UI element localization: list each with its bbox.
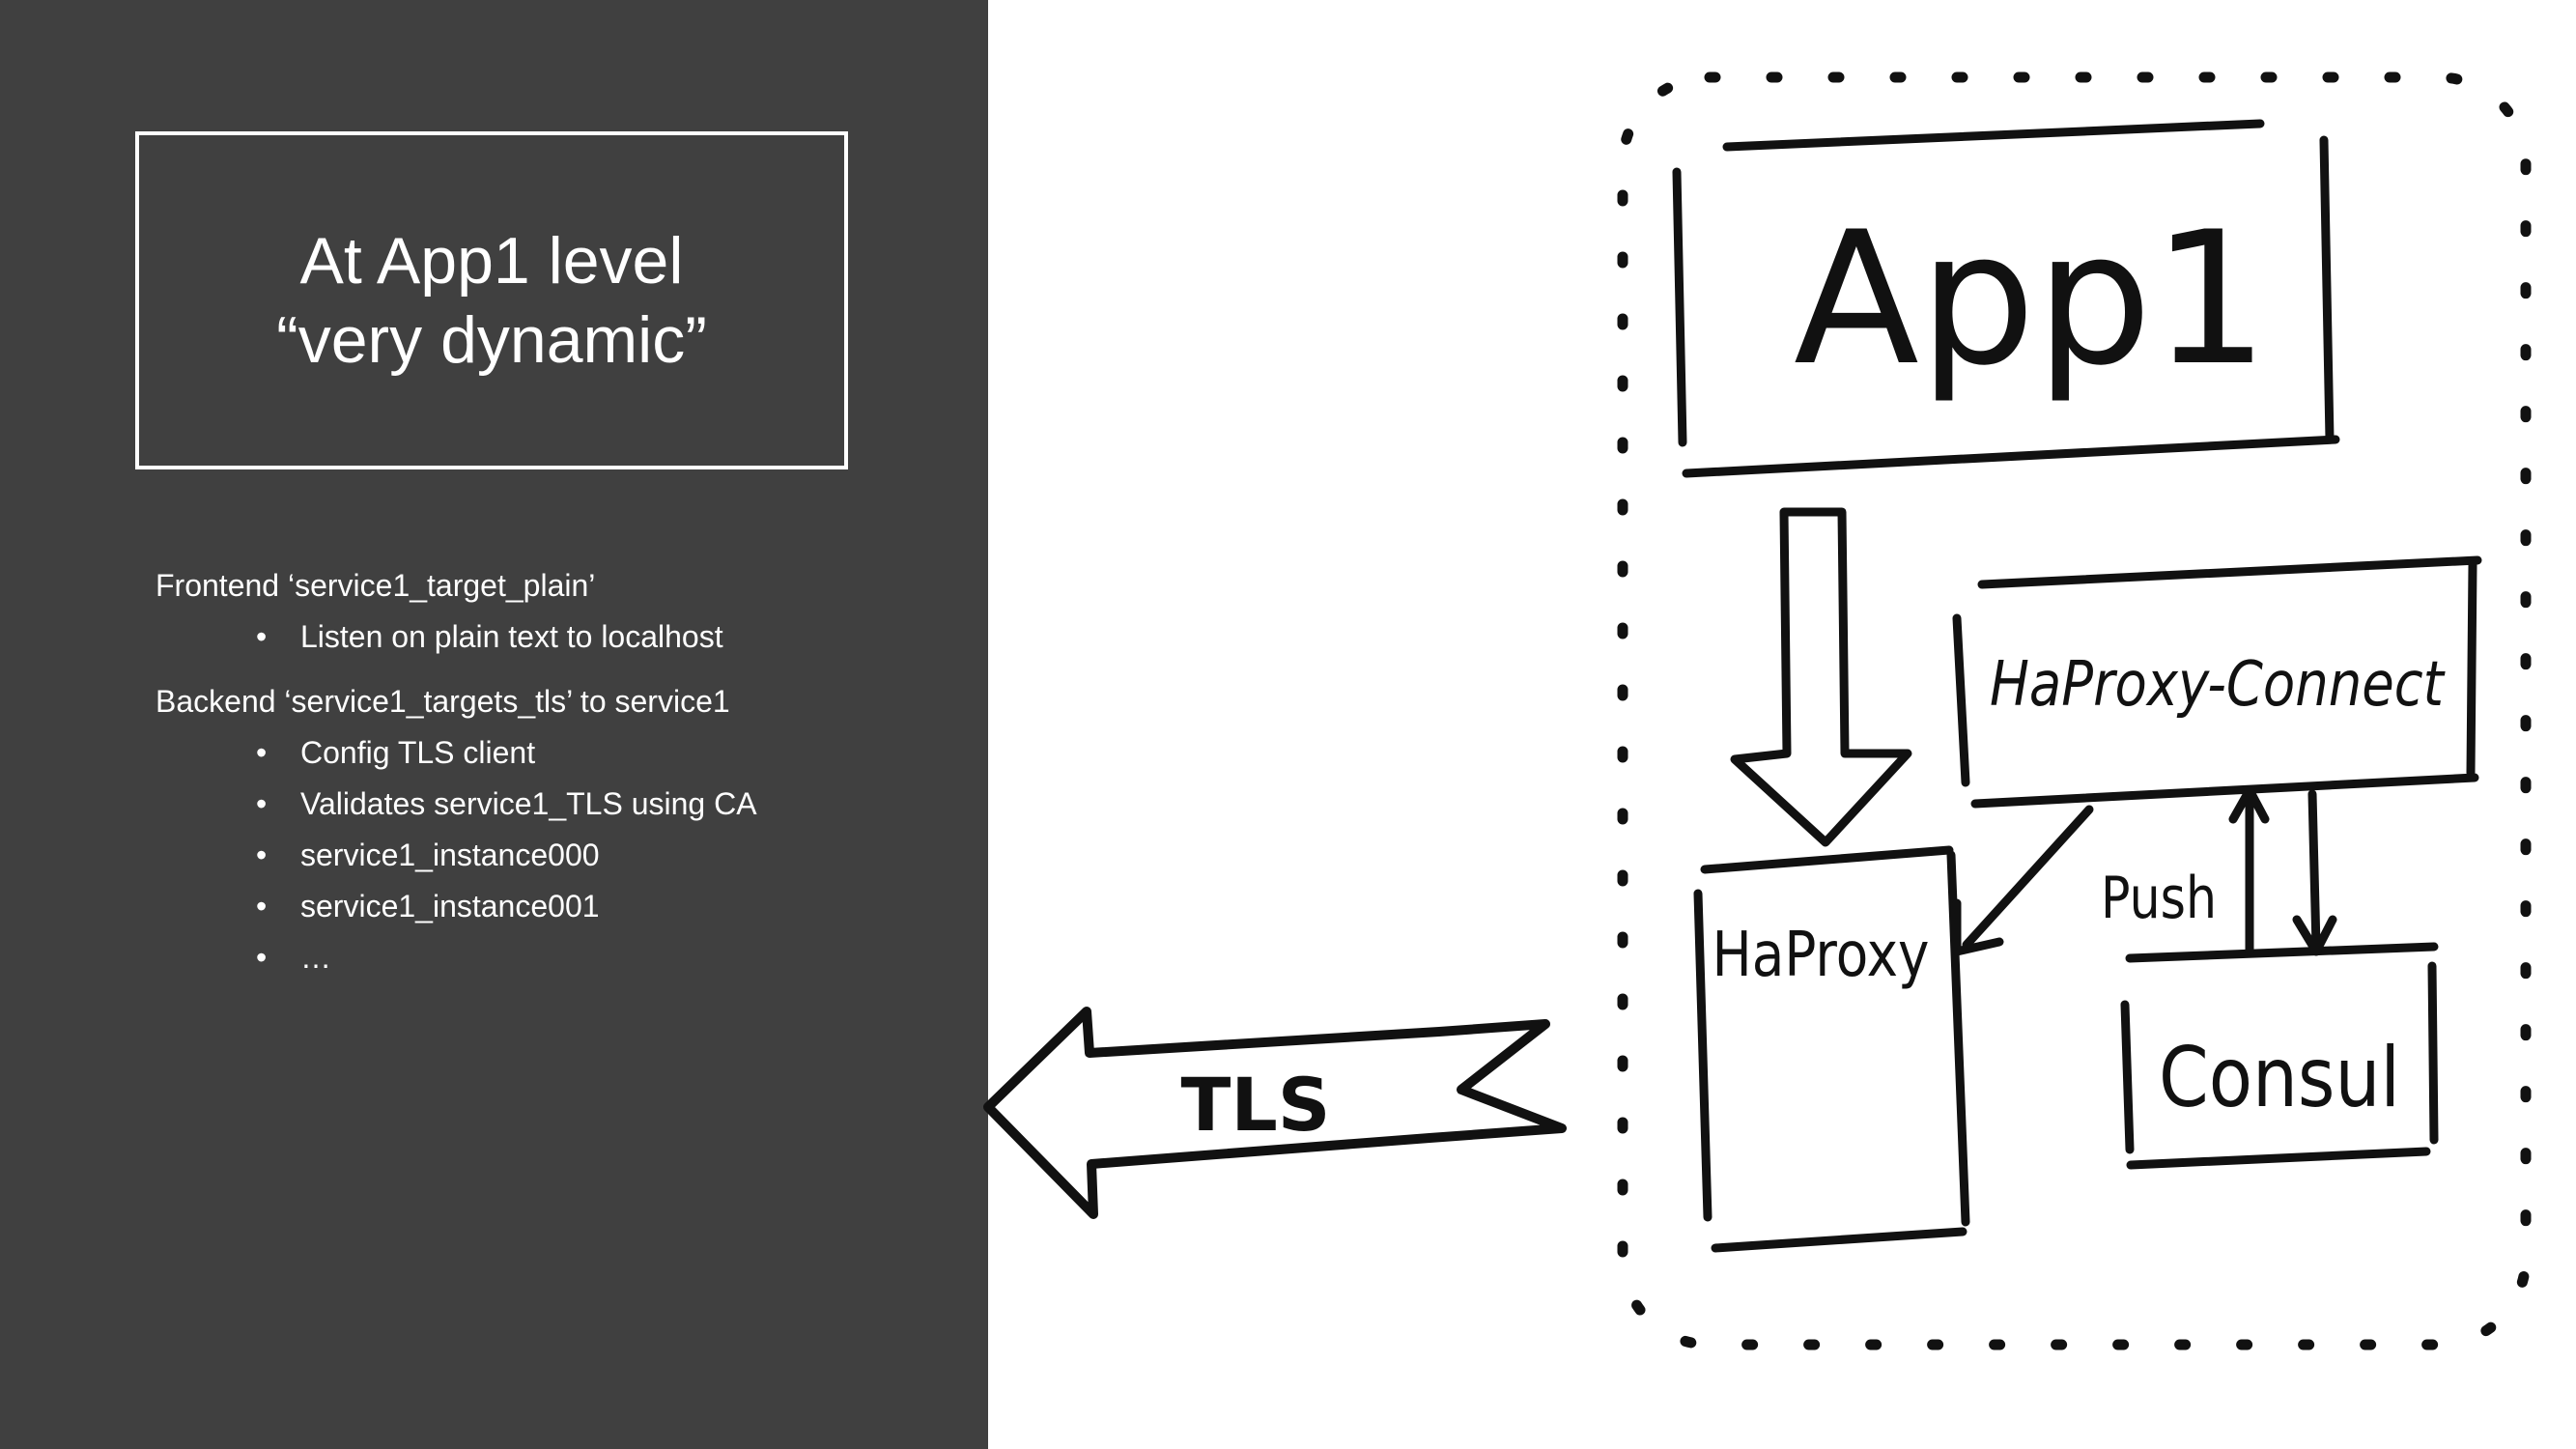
bullet-item: Validates service1_TLS using CA — [156, 779, 757, 830]
body-text: Frontend ‘service1_target_plain’ Listen … — [156, 560, 757, 983]
bullet-item: service1_instance000 — [156, 830, 757, 881]
title-box: At App1 level “very dynamic” — [135, 131, 848, 469]
consul-label: Consul — [2159, 1030, 2400, 1126]
haproxy-connect-label: HaProxy-Connect — [1990, 649, 2446, 721]
app1-label: App1 — [1794, 192, 2269, 406]
haproxy-box — [1693, 845, 1970, 1253]
app1-box — [1672, 119, 2340, 478]
bullet-item: Listen on plain text to localhost — [156, 611, 757, 663]
haproxy-label: HaProxy — [1713, 920, 1930, 991]
diagonal-arrow — [1952, 805, 2094, 956]
push-label: Push — [2101, 865, 2217, 932]
push-up-arrow — [2228, 785, 2270, 956]
haproxy-connect-box — [1952, 555, 2482, 809]
tls-label: TLS — [1180, 1062, 1330, 1148]
frontend-heading: Frontend ‘service1_target_plain’ — [156, 568, 596, 603]
bullet-item: Config TLS client — [156, 727, 757, 779]
consul-box — [2120, 942, 2439, 1170]
bullet-item: … — [156, 932, 757, 983]
bullet-item: service1_instance001 — [156, 881, 757, 932]
down-arrow — [1730, 507, 1912, 847]
backend-heading: Backend ‘service1_targets_tls’ to servic… — [156, 684, 730, 719]
text-panel: At App1 level “very dynamic” Frontend ‘s… — [0, 0, 988, 1449]
tls-arrow — [983, 1007, 1567, 1219]
title-line-1: At App1 level — [299, 224, 684, 298]
title-line-2: “very dynamic” — [276, 303, 707, 377]
pull-down-arrow — [2292, 789, 2337, 956]
